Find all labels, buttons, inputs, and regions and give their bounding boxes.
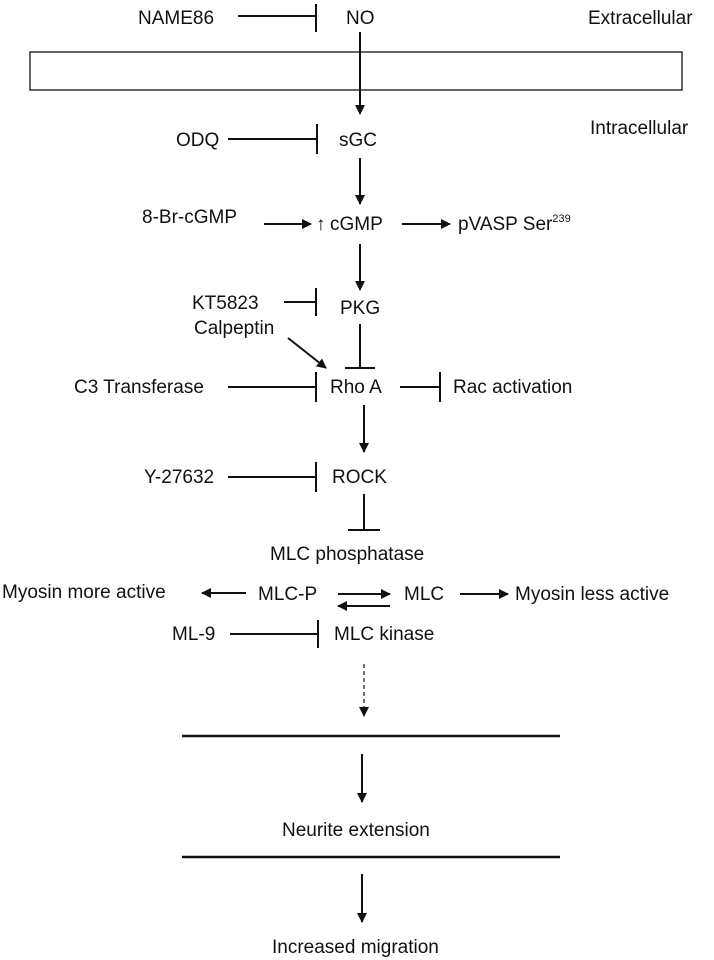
increased-migration-label: Increased migration [272, 937, 439, 958]
intracellular-label: Intracellular [590, 118, 689, 139]
neurite-extension-label: Neurite extension [282, 820, 430, 841]
rac-activation-label: Rac activation [453, 377, 572, 398]
name86-label: NAME86 [138, 8, 214, 29]
kt5823-label: KT5823 [192, 293, 259, 314]
pvasp-text: pVASP Ser [458, 214, 553, 235]
c3-transferase-label: C3 Transferase [74, 377, 204, 398]
mlc-p-label: MLC-P [258, 584, 317, 605]
extracellular-label: Extracellular [588, 8, 693, 29]
sgc-label: sGC [339, 130, 377, 151]
ml9-label: ML-9 [172, 624, 215, 645]
rhoa-label: Rho A [330, 377, 382, 398]
mlc-label: MLC [404, 584, 444, 605]
odq-label: ODQ [176, 130, 219, 151]
pvasp-label: pVASP Ser239 [458, 213, 571, 235]
calpeptin-label: Calpeptin [194, 318, 274, 339]
cgmp-increase-arrow-icon: ↑ [316, 214, 326, 235]
myosin-less-active-label: Myosin less active [515, 584, 669, 605]
pvasp-superscript: 239 [552, 213, 570, 225]
cell-membrane [29, 51, 683, 91]
rock-label: ROCK [332, 467, 387, 488]
no-label: NO [346, 8, 375, 29]
myosin-more-active-label: Myosin more active [2, 582, 166, 603]
mlc-kinase-label: MLC kinase [334, 624, 434, 645]
mlc-phosphatase-label: MLC phosphatase [270, 544, 424, 565]
br-cgmp-label: 8-Br-cGMP [142, 207, 237, 228]
cgmp-label: cGMP [330, 214, 383, 235]
calpeptin-arrow [287, 337, 327, 369]
pkg-label: PKG [340, 298, 380, 319]
y27632-label: Y-27632 [144, 467, 214, 488]
